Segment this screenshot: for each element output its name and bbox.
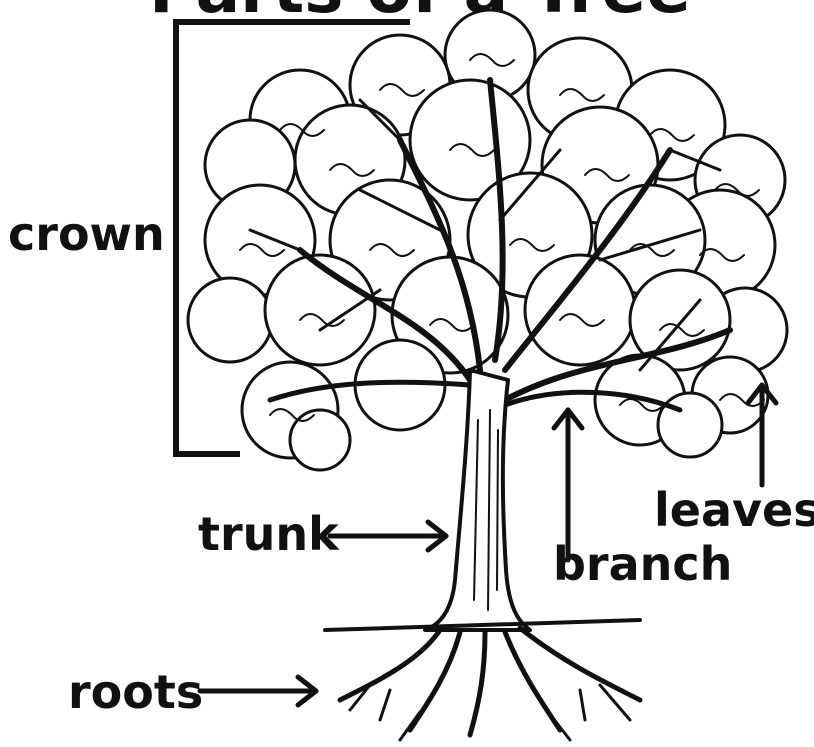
label-branch: branch — [553, 537, 732, 591]
trunk-arrow — [330, 522, 446, 550]
label-trunk: trunk — [198, 507, 340, 561]
trunk-shape — [425, 370, 530, 630]
roots-arrow — [200, 677, 316, 705]
leaves-arrow — [748, 385, 776, 485]
label-crown: crown — [8, 207, 165, 261]
root-system — [340, 628, 640, 740]
label-roots: roots — [68, 665, 203, 719]
label-leaves: leaves — [654, 483, 814, 537]
tree-illustration — [188, 10, 787, 740]
